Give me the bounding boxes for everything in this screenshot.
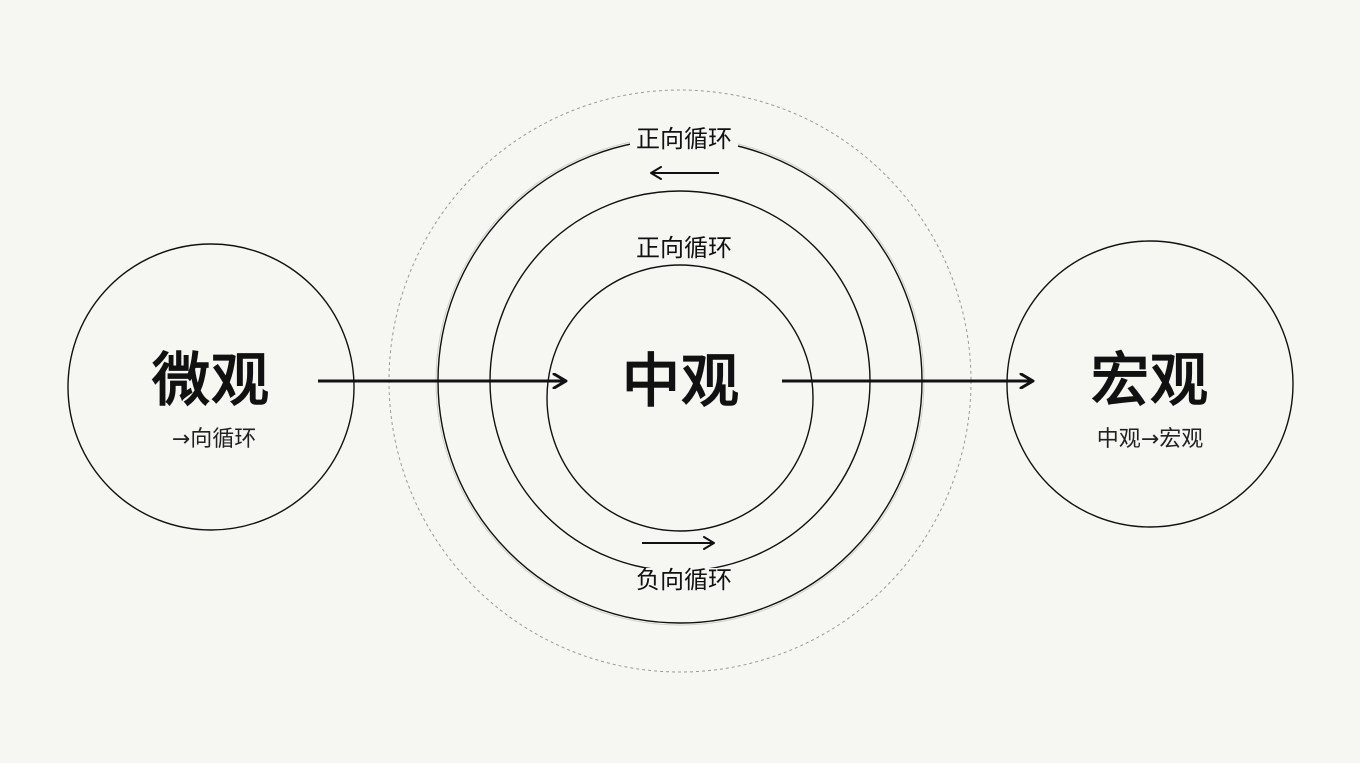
micro-subtitle: →向循环 — [171, 427, 257, 452]
macro-circle — [1006, 240, 1294, 528]
inner-ring-forward-label: 正向循环 — [630, 236, 738, 260]
meso-title: 中观 — [621, 347, 741, 415]
ring-negative-label: 负向循环 — [630, 568, 738, 592]
outer-ring-forward-label: 正向循环 — [630, 127, 738, 151]
macro-subtitle: 中观→宏观 — [1096, 427, 1204, 452]
micro-title: 微观 — [151, 346, 271, 414]
inner-core-ring — [546, 264, 814, 532]
macro-title: 宏观 — [1090, 346, 1210, 414]
micro-circle — [67, 243, 355, 531]
